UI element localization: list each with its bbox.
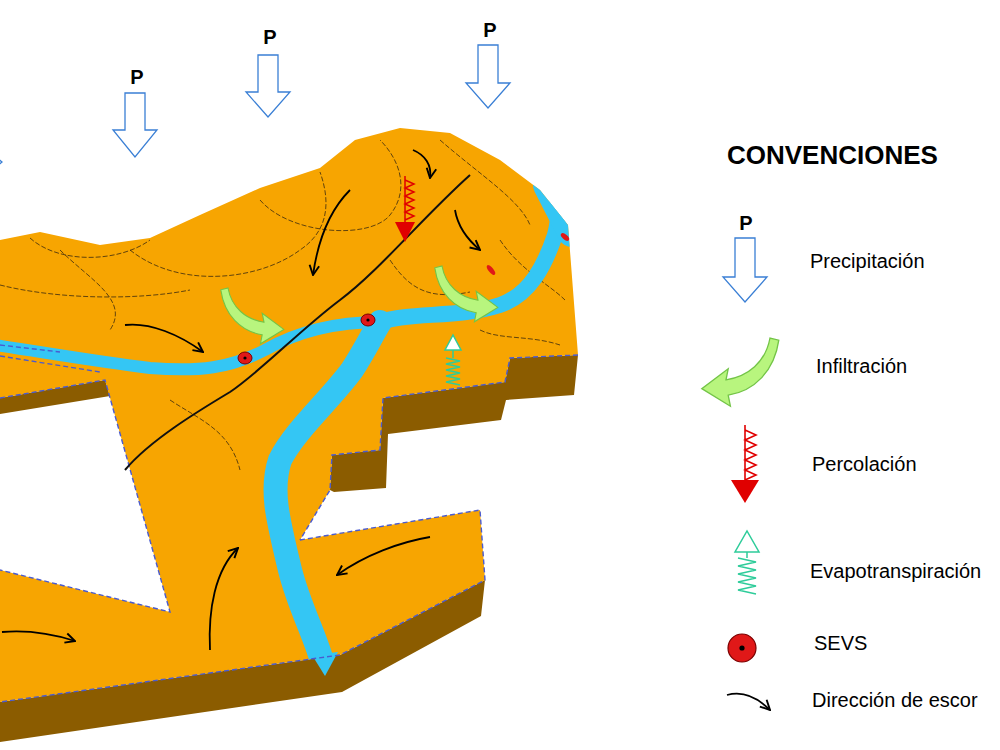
red-marks — [560, 232, 571, 242]
river-mouth — [312, 652, 338, 676]
flow-arrows — [210, 548, 238, 650]
sevs-markers — [728, 634, 756, 662]
sevs-markers — [361, 314, 375, 326]
percolation-arrows — [745, 425, 756, 482]
flow-arrows — [125, 325, 203, 352]
edge-dashes — [0, 345, 100, 372]
contour-lines — [170, 400, 240, 470]
fault-line — [125, 175, 470, 470]
evapotranspiration-arrows — [735, 531, 759, 552]
infiltration-arrows — [702, 338, 779, 406]
legend-entry: Percolación — [812, 452, 917, 476]
percolation-arrows — [395, 222, 415, 242]
river — [380, 190, 558, 322]
flow-arrows — [2, 631, 75, 641]
terrain-surface — [0, 128, 578, 702]
evapotranspiration-arrows — [738, 552, 756, 594]
edge-dashes — [0, 380, 170, 612]
percolation-arrows — [731, 480, 759, 503]
evapotranspiration-arrows — [445, 335, 461, 350]
infiltration-arrows — [435, 266, 498, 322]
red-marks — [485, 264, 497, 276]
precipitation-label: P — [483, 18, 496, 42]
flow-arrows — [313, 190, 350, 275]
legend-title: CONVENCIONES — [727, 140, 938, 171]
precipitation-arrows — [723, 238, 767, 302]
precipitation-label: P — [263, 25, 276, 49]
river — [0, 322, 380, 369]
flow-arrows — [2, 150, 770, 710]
river — [275, 322, 380, 672]
sevs-markers — [739, 645, 744, 650]
legend-entry: Infiltración — [816, 354, 907, 378]
percolation-arrows — [405, 176, 414, 224]
flow-arrows — [455, 210, 480, 250]
contour-lines — [480, 330, 560, 345]
contour-lines — [30, 238, 150, 257]
contour-lines — [130, 172, 326, 276]
legend-entry: Dirección de escor — [812, 688, 978, 712]
red-marks — [485, 232, 570, 276]
sevs-markers — [238, 352, 252, 364]
river — [0, 185, 572, 672]
flow-arrows — [337, 537, 430, 575]
legend-entry: SEVS — [814, 631, 867, 655]
legend-entry: Evapotranspiración — [810, 559, 981, 583]
edge-dashes — [0, 345, 578, 702]
evapotranspiration-arrows — [445, 335, 759, 594]
flow-arrows — [727, 694, 770, 710]
contour-lines — [440, 140, 530, 225]
contour-lines — [390, 260, 470, 295]
legend-entry: Precipitación — [810, 249, 925, 273]
flow-arrows — [413, 150, 430, 178]
contour-lines — [0, 285, 190, 297]
infiltration-arrows — [221, 266, 779, 406]
percolation-arrows — [395, 176, 759, 503]
edge-dashes — [300, 355, 578, 540]
sevs-markers — [238, 314, 756, 662]
precipitation-arrows — [0, 45, 767, 302]
river — [548, 185, 572, 232]
precipitation-label: P — [739, 211, 752, 235]
infiltration-arrows — [221, 288, 284, 344]
precipitation-arrows — [466, 45, 510, 108]
precipitation-arrows — [246, 55, 290, 117]
sevs-markers — [243, 356, 246, 359]
precipitation-arrows — [113, 93, 157, 157]
sevs-markers — [366, 318, 369, 321]
contour-lines — [0, 140, 565, 470]
contour-lines — [60, 250, 115, 330]
precipitation-label: P — [130, 65, 143, 89]
edge-dashes — [0, 510, 485, 702]
precipitation-arrows — [0, 150, 2, 174]
evapotranspiration-arrows — [446, 350, 460, 385]
